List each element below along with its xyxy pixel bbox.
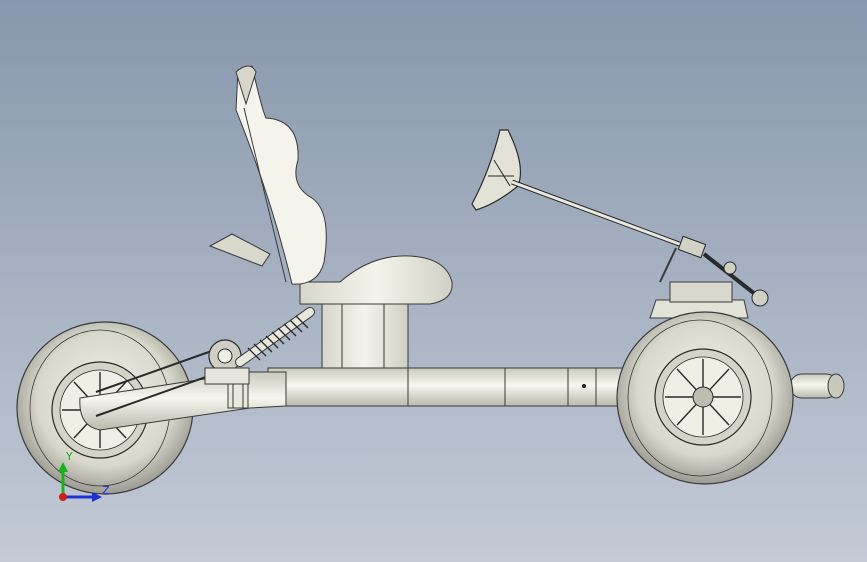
z-axis-label: Z <box>102 484 110 497</box>
rear-shock-spring[interactable] <box>235 307 315 367</box>
z-axis-arrowhead <box>92 492 102 502</box>
y-axis-arrowhead <box>58 462 68 472</box>
steering-column[interactable] <box>511 179 769 307</box>
y-axis-label: Y <box>66 450 73 463</box>
x-axis-dot <box>59 493 67 501</box>
front-wheel[interactable] <box>616 311 794 485</box>
main-frame-tube[interactable] <box>267 367 629 407</box>
steering-wheel[interactable] <box>471 129 521 211</box>
seat-post[interactable] <box>321 303 409 369</box>
seat[interactable] <box>208 65 453 305</box>
